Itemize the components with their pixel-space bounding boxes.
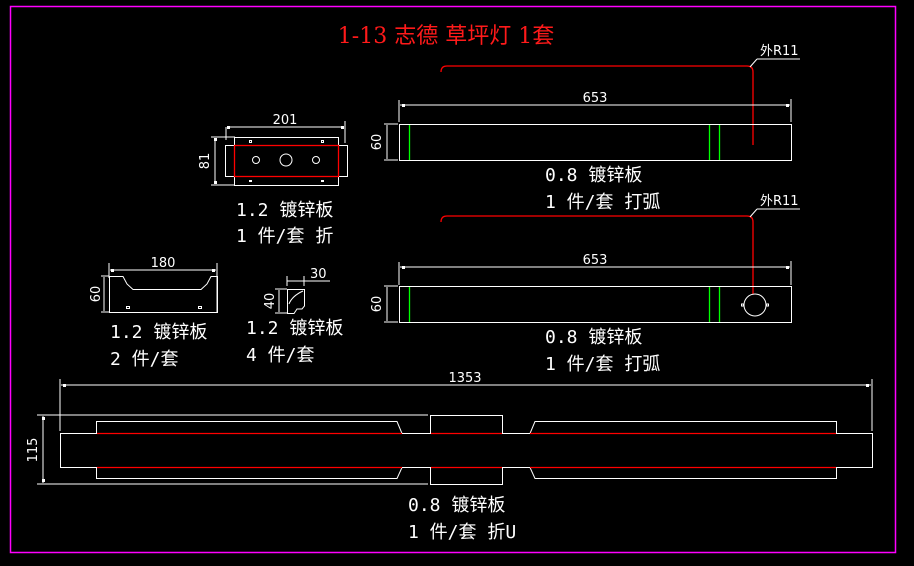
material-label: 0.8 镀锌板 (545, 165, 642, 186)
drawing-title: 1-13 志德 草坪灯 1套 (338, 24, 554, 49)
dim-width-label: 653 (583, 253, 608, 268)
hole-icon (198, 306, 202, 309)
arc-profile-line (440, 215, 754, 294)
part-bracket-180: 180 60 1.2 镀锌板 2 件/套 (89, 256, 218, 370)
dim-tick (214, 181, 217, 184)
dim-tick (786, 104, 789, 107)
bracket-outline (109, 276, 218, 313)
hole-icon (279, 153, 293, 167)
hole-icon (249, 140, 252, 143)
quantity-label: 1 件/套 打弧 (545, 354, 660, 375)
hole-icon (321, 140, 324, 143)
hole-icon (252, 156, 260, 164)
dim-width-label: 180 (151, 256, 176, 271)
quantity-label: 1 件/套 折U (408, 522, 516, 543)
corner-arc (288, 290, 304, 305)
leader-line (749, 208, 758, 218)
hole-icon (321, 180, 324, 182)
strip-outline (399, 124, 792, 161)
dim-height-label: 60 (89, 286, 104, 303)
u-channel-outline (60, 415, 873, 485)
hole-icon (312, 156, 320, 164)
quantity-label: 2 件/套 (110, 349, 179, 370)
part-strip-653-b: 外R11 653 60 0.8 镀锌板 1 件/套 打弧 (370, 194, 800, 375)
dim-width-label: 30 (310, 267, 327, 282)
part-plate-201: 201 81 1.2 镀锌板 1 件/套 折 (198, 113, 348, 247)
dim-tick (227, 126, 230, 129)
plate-outline-flanges (225, 145, 348, 177)
dim-width-label: 1353 (448, 371, 481, 386)
radius-note: 外R11 (760, 44, 799, 59)
hole-icon (249, 180, 252, 182)
dim-tick (42, 479, 45, 482)
dim-width-label: 201 (273, 113, 298, 128)
dim-height-label: 60 (370, 134, 385, 151)
quantity-label: 1 件/套 折 (236, 226, 333, 247)
dim-tick (42, 417, 45, 420)
dim-height-label: 115 (26, 438, 41, 463)
dim-width-label: 653 (583, 91, 608, 106)
corner-outline (287, 289, 305, 314)
quantity-label: 4 件/套 (246, 345, 315, 366)
hole-icon (743, 293, 767, 317)
bend-lines (233, 144, 340, 178)
strip-outline (399, 286, 792, 323)
material-label: 0.8 镀锌板 (408, 495, 505, 516)
part-strip-653-a: 外R11 653 60 0.8 镀锌板 1 件/套 打弧 (370, 44, 800, 213)
material-label: 1.2 镀锌板 (236, 200, 333, 221)
plate-outline-center (234, 137, 339, 186)
part-corner-30: 30 40 1.2 镀锌板 4 件/套 (246, 267, 343, 366)
dim-height-label: 60 (370, 296, 385, 313)
hole-tab-icon (766, 303, 769, 307)
dim-tick (786, 266, 789, 269)
material-label: 0.8 镀锌板 (545, 327, 642, 348)
dim-height-label: 40 (263, 293, 278, 310)
dim-tick (341, 126, 344, 129)
quantity-label: 1 件/套 打弧 (545, 192, 660, 213)
arc-profile-line (440, 65, 754, 145)
dim-tick (214, 138, 217, 141)
dim-tick (111, 269, 114, 272)
dim-tick (866, 384, 869, 387)
dim-tick (402, 266, 405, 269)
material-label: 1.2 镀锌板 (246, 318, 343, 339)
radius-note: 外R11 (760, 194, 799, 209)
hole-icon (126, 306, 130, 309)
hole-tab-icon (741, 303, 744, 307)
part-u-channel-1353: 1353 115 0.8 镀锌板 1 件/套 折U (26, 371, 873, 543)
dim-tick (402, 104, 405, 107)
leader-line (749, 58, 758, 68)
dim-tick (63, 384, 66, 387)
dim-tick (212, 269, 215, 272)
drawing-frame (9, 5, 897, 554)
dim-height-label: 81 (198, 153, 213, 170)
material-label: 1.2 镀锌板 (110, 322, 207, 343)
